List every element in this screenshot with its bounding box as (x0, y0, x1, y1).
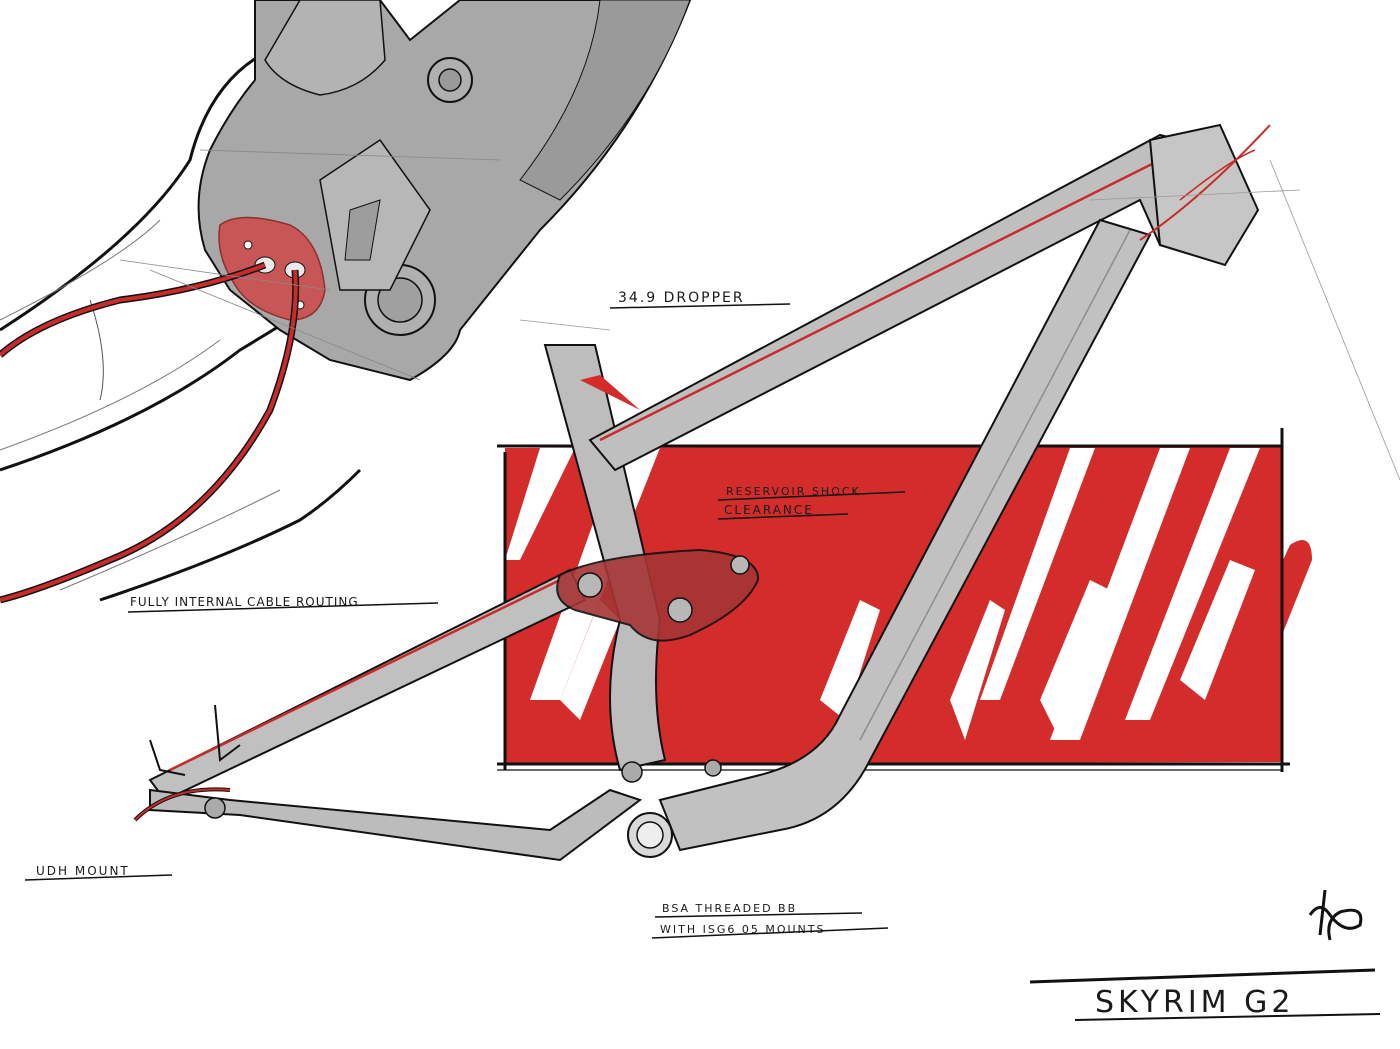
udh-mount-label: UDH MOUNT (36, 864, 130, 878)
dropper-label: 34.9 DROPPER (618, 290, 745, 306)
annotation-udh-mount: UDH MOUNT (24, 864, 173, 881)
shock-clearance-label-line2: CLEARANCE (724, 503, 814, 517)
bb-label-line1: BSA THREADED BB (662, 902, 797, 915)
annotation-dropper: 34.9 DROPPER (609, 290, 791, 309)
sheet-title: SKYRIM G2 (1095, 985, 1294, 1020)
frame-side-view (133, 123, 1400, 862)
shock-clearance-red-block (497, 428, 1312, 772)
annotation-bb: BSA THREADED BB WITH ISG6 05 MOUNTS (651, 902, 889, 939)
cable-routing-label: FULLY INTERNAL CABLE ROUTING (130, 595, 359, 609)
title-block: SKYRIM G2 (1029, 968, 1381, 1021)
cable-routing-detail-view (0, 0, 692, 604)
annotation-shock-clearance: RESERVOIR SHOCK CLEARANCE (717, 485, 906, 520)
annotation-cable-routing: FULLY INTERNAL CABLE ROUTING (127, 595, 439, 613)
designer-signature (1308, 889, 1363, 941)
